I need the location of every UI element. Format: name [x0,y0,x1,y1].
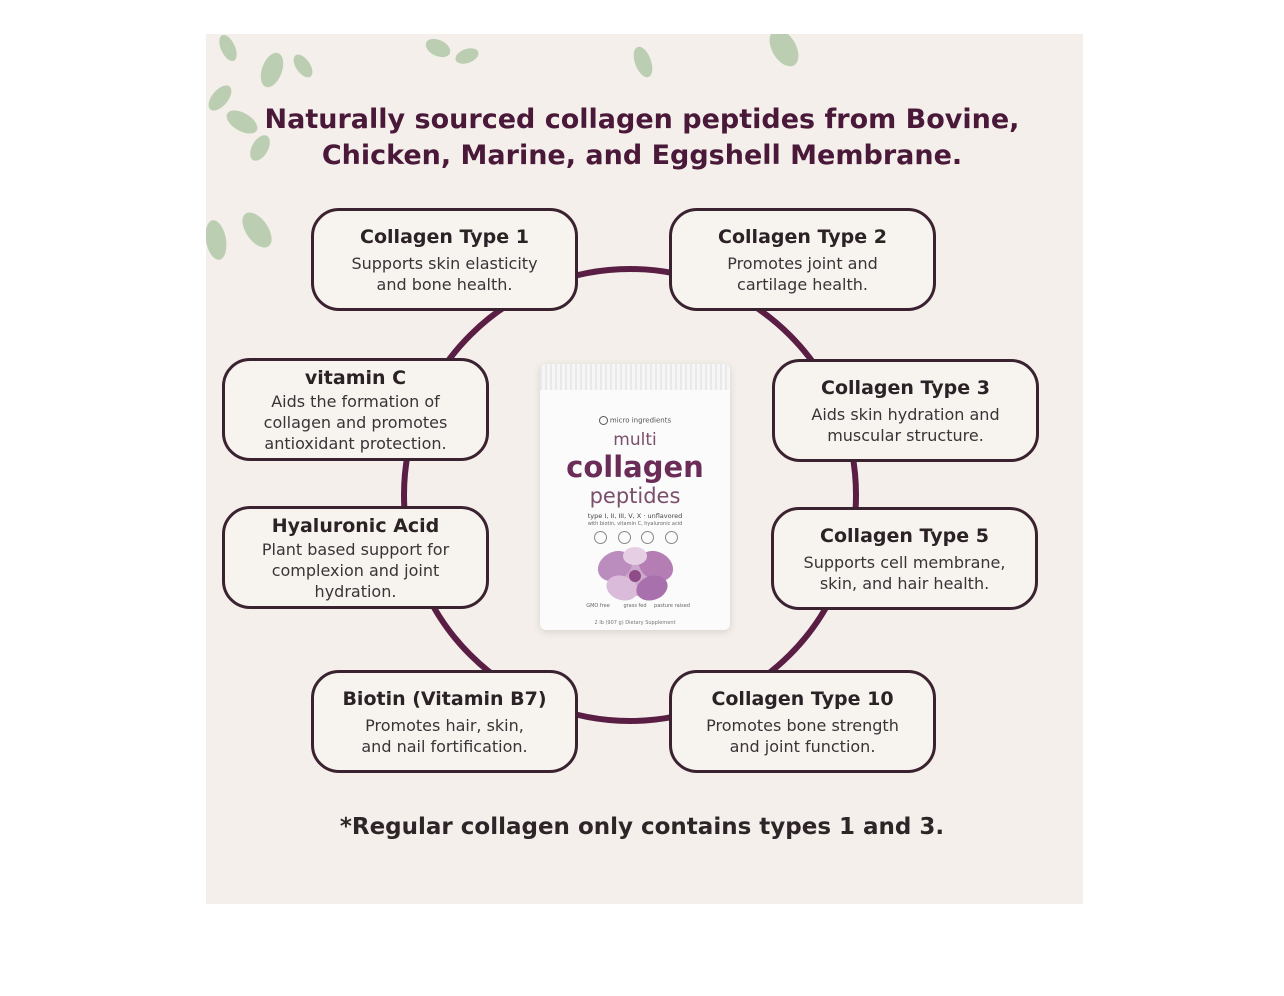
card-vitamin-c: vitamin C Aids the formation of collagen… [222,358,489,461]
feature-gmo: GMO free [586,603,610,609]
card-desc-line: Promotes joint and [727,253,878,273]
badge-icon [664,531,678,544]
card-desc-line: Supports cell membrane, [803,552,1006,572]
leaf-icon [769,34,799,67]
card-collagen-type-2: Collagen Type 2 Promotes joint and carti… [669,208,936,311]
card-title: Collagen Type 2 [718,225,887,248]
footnote: *Regular collagen only contains types 1 … [339,814,945,840]
badge-icon [641,531,655,544]
card-desc-line: Aids skin hydration and [811,404,1000,424]
pouch-seal [540,364,730,390]
feature-grass: grass fed [623,603,647,609]
brand-logo-icon [598,416,608,425]
card-title: Biotin (Vitamin B7) [342,687,547,710]
card-desc-line: hydration. [314,581,397,601]
product-with: with biotin, vitamin C, hyaluronic acid [587,521,683,527]
product-name-line2: collagen [566,450,704,484]
leaf-icon [242,212,272,248]
product-weight: 2 lb (907 g) Dietary Supplement [594,620,676,626]
card-desc-line: and bone health. [376,274,513,294]
leaf-icon [219,34,237,62]
card-desc-line: cartilage health. [737,274,868,294]
card-title: Collagen Type 1 [360,225,529,248]
card-title: Hyaluronic Acid [271,514,440,537]
card-collagen-type-10: Collagen Type 10 Promotes bone strength … [669,670,936,773]
headline-line2: Chicken, Marine, and Eggshell Membrane. [321,140,963,171]
leaf-icon [260,52,284,88]
card-desc-line: antioxidant protection. [264,433,447,453]
headline-line1: Naturally sourced collagen peptides from… [264,104,1020,135]
card-desc-line: Promotes hair, skin, [365,715,524,735]
leaf-icon [206,220,227,260]
card-desc-line: collagen and promotes [263,412,448,432]
card-desc-line: and joint function. [729,736,876,756]
leaf-icon [293,54,313,78]
card-collagen-type-1: Collagen Type 1 Supports skin elasticity… [311,208,578,311]
product-badges [594,531,678,545]
card-title: Collagen Type 5 [820,524,989,547]
badge-icon [617,531,631,544]
card-desc-line: muscular structure. [827,425,984,445]
brand-text: micro ingredients [609,416,672,425]
card-title: Collagen Type 3 [821,376,990,399]
card-desc-line: Supports skin elasticity [351,253,538,273]
product-name-line3: peptides [589,484,681,508]
leaf-icon [633,46,653,78]
headline: Naturally sourced collagen peptides from… [0,102,1284,174]
card-collagen-type-5: Collagen Type 5 Supports cell membrane, … [771,507,1038,610]
card-desc-line: Plant based support for [261,539,450,559]
card-collagen-type-3: Collagen Type 3 Aids skin hydration and … [772,359,1039,462]
product-types: type I, II, III, V, X · unflavored [587,512,683,520]
leaf-icon [425,38,451,58]
card-desc-line: complexion and joint [271,560,440,580]
product-pouch: micro ingredients multi collagen peptide… [540,364,730,630]
card-desc-line: Promotes bone strength [706,715,899,735]
card-biotin: Biotin (Vitamin B7) Promotes hair, skin,… [311,670,578,773]
flower-icon [597,547,674,601]
badge-icon [594,531,607,544]
card-title: vitamin C [304,366,407,389]
card-desc-line: and nail fortification. [361,736,528,756]
feature-pasture: pasture raised [654,603,690,609]
card-desc-line: skin, and hair health. [819,573,990,593]
product-name-line1: multi [613,430,657,450]
product-brand: micro ingredients [540,416,730,425]
card-desc-line: Aids the formation of [271,391,440,411]
card-title: Collagen Type 10 [711,687,894,710]
card-hyaluronic-acid: Hyaluronic Acid Plant based support for … [222,506,489,609]
leaf-icon [455,48,479,64]
